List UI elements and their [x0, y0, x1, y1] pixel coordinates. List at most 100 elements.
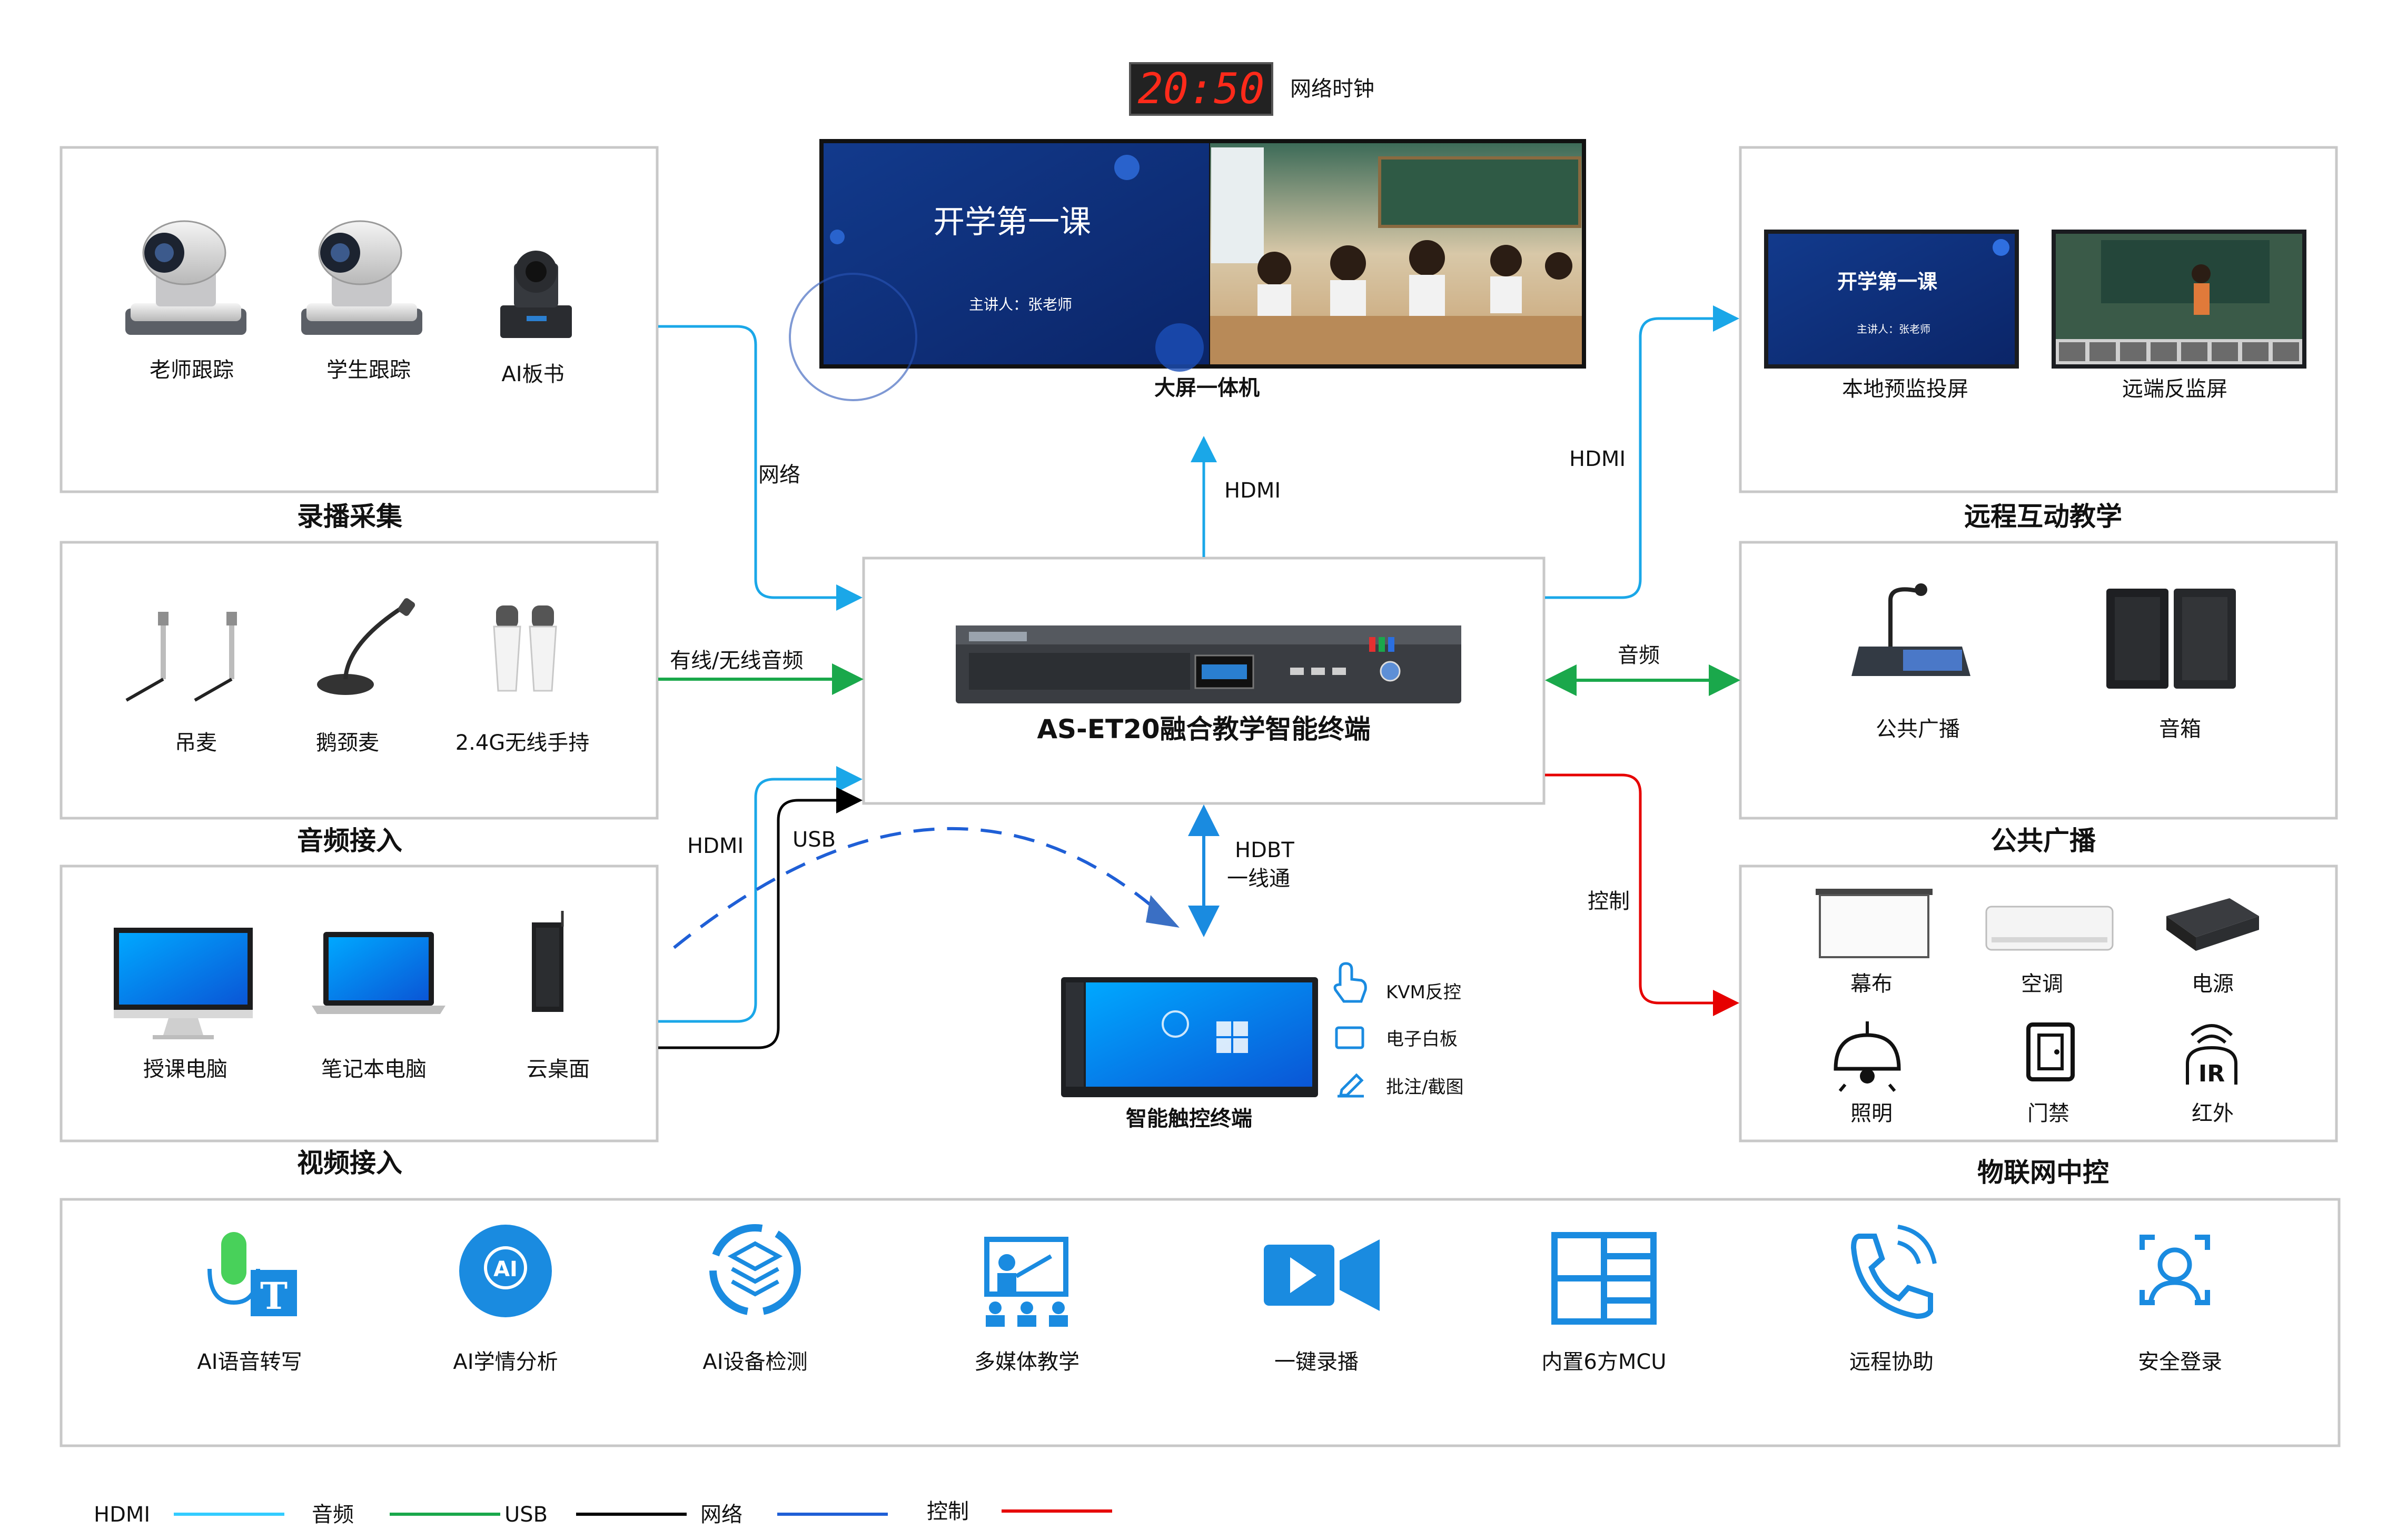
audio-label: 音频	[1618, 643, 1660, 668]
svg-text:IR: IR	[2198, 1060, 2225, 1087]
broadcast-item-1: 公共广播	[1876, 717, 1960, 741]
feature-secure-login: 安全登录	[2138, 1235, 2222, 1374]
recording-item-2: 学生跟踪	[326, 358, 411, 382]
touch-feature-2: 电子白板	[1386, 1029, 1458, 1050]
clock-label: 网络时钟	[1290, 77, 1374, 101]
terminal-device	[956, 625, 1461, 703]
feature-label-1: AI语音转写	[197, 1350, 302, 1374]
dashed-projection-line	[673, 827, 1165, 949]
multimedia-teaching-icon	[984, 1237, 1068, 1327]
iot-item-3: 电源	[2192, 972, 2234, 996]
svg-text:T: T	[260, 1274, 288, 1318]
wireless-handheld-mic-icon	[493, 605, 557, 692]
feature-ai-analysis: AI AI学情分析	[453, 1225, 558, 1374]
device-check-icon	[709, 1224, 801, 1316]
feature-label-2: AI学情分析	[453, 1350, 558, 1374]
iot-item-2: 空调	[2021, 972, 2063, 996]
feature-ai-transcribe: T AI语音转写	[197, 1232, 302, 1374]
video-item-1: 授课电脑	[143, 1057, 227, 1081]
video-item-3: 云桌面	[527, 1057, 590, 1081]
feature-label-5: 一键录播	[1274, 1350, 1359, 1374]
broadcast-console-icon	[1851, 583, 1970, 676]
terminal-power-button	[1380, 661, 1401, 682]
audio-item-2: 鹅颈麦	[316, 731, 379, 755]
local-preview-screen: 开学第一课 主讲人：张老师	[1764, 230, 2019, 369]
video-item-2: 笔记本电脑	[321, 1057, 427, 1081]
usb-label: USB	[793, 828, 836, 852]
touch-terminal-label: 智能触控终端	[1126, 1107, 1252, 1131]
touch-terminal	[1061, 977, 1318, 1097]
gooseneck-mic-icon	[317, 598, 415, 695]
control-label: 控制	[1588, 889, 1630, 913]
remote-item-1: 本地预监投屏	[1842, 377, 1968, 401]
laptop-icon	[312, 932, 445, 1014]
terminal-label: AS-ET20融合教学智能终端	[1037, 714, 1370, 744]
access-control-icon	[2026, 1022, 2075, 1081]
feature-mcu: 内置6方MCU	[1541, 1232, 1667, 1374]
hdbt-label: HDBT	[1235, 838, 1294, 862]
recording-item-1: 老师跟踪	[150, 358, 234, 382]
face-login-icon	[2140, 1235, 2210, 1305]
touch-features: KVM反控 电子白板 批注/截图	[1333, 962, 1463, 1098]
hand-pointer-icon	[1333, 962, 1367, 1003]
air-conditioner-icon	[1985, 906, 2114, 951]
main-screen: 开学第一课 主讲人：张老师	[789, 139, 1586, 401]
legend-label-hdmi: HDMI	[94, 1503, 150, 1527]
desktop-pc-icon	[114, 928, 253, 1039]
iot-item-5: 门禁	[2027, 1101, 2069, 1126]
feature-label-6: 内置6方MCU	[1541, 1350, 1666, 1374]
main-slide-subtitle: 主讲人：张老师	[969, 296, 1072, 313]
feature-label-7: 远程协助	[1849, 1350, 1934, 1374]
network-label: 网络	[758, 463, 800, 487]
dashed-arrow-head	[1146, 895, 1180, 928]
main-slide-title: 开学第一课	[933, 204, 1091, 241]
legend-label-usb: USB	[504, 1503, 548, 1527]
legend-label-network: 网络	[700, 1503, 742, 1527]
power-supply-icon	[2166, 898, 2259, 951]
feature-one-click-record: 一键录播	[1264, 1239, 1380, 1374]
touch-screen	[1086, 982, 1312, 1087]
hdbt-label-2: 一线通	[1227, 867, 1290, 891]
hanging-mic-icon	[125, 612, 237, 702]
ptz-camera-student	[301, 220, 422, 335]
hdmi-video-label: HDMI	[687, 834, 744, 858]
clock-display	[1129, 62, 1273, 116]
wired-audio-label: 有线/无线音频	[670, 649, 803, 673]
hdmi-video-line	[658, 766, 863, 1023]
iot-item-6: 红外	[2192, 1101, 2234, 1126]
remote-item-2: 远端反监屏	[2122, 377, 2227, 401]
recording-title: 录播采集	[297, 501, 402, 532]
ai-transcribe-icon: T	[207, 1232, 297, 1318]
hdmi-top-label: HDMI	[1224, 479, 1281, 503]
broadcast-item-2: 音箱	[2159, 717, 2201, 741]
phone-call-icon	[1850, 1225, 1937, 1319]
whiteboard-icon	[1335, 1026, 1364, 1049]
hdmi-right-label: HDMI	[1569, 447, 1626, 471]
legend-label-audio: 音频	[312, 1503, 354, 1527]
touch-feature-1: KVM反控	[1386, 982, 1461, 1003]
main-screen-label: 大屏一体机	[1154, 376, 1260, 400]
network-clock: 20:50	[1129, 62, 1273, 116]
local-preview-title: 开学第一课	[1837, 270, 1937, 293]
feature-label-8: 安全登录	[2138, 1350, 2222, 1374]
video-record-icon	[1264, 1239, 1380, 1311]
audio-item-1: 吊麦	[175, 731, 217, 755]
broadcast-box	[1739, 541, 2338, 820]
local-preview-sub: 主讲人：张老师	[1857, 323, 1930, 335]
iot-title: 物联网中控	[1977, 1157, 2109, 1188]
audio-item-3: 2.4G无线手持	[455, 731, 590, 755]
network-line	[658, 325, 863, 611]
cloud-desktop-icon	[532, 911, 564, 1012]
students	[1257, 240, 1572, 322]
iot-item-1: 幕布	[1850, 972, 1893, 996]
main-slide	[824, 143, 1209, 364]
feature-remote-assist: 远程协助	[1849, 1225, 1937, 1374]
broadcast-title: 公共广播	[1990, 826, 2096, 856]
usb-video-line	[658, 787, 863, 1049]
iot-item-4: 照明	[1850, 1101, 1893, 1126]
feature-label-4: 多媒体教学	[974, 1350, 1079, 1374]
hdmi-remote-line	[1545, 305, 1739, 599]
speaker-icon	[2106, 589, 2236, 689]
audio-input-title: 音频接入	[297, 826, 402, 856]
